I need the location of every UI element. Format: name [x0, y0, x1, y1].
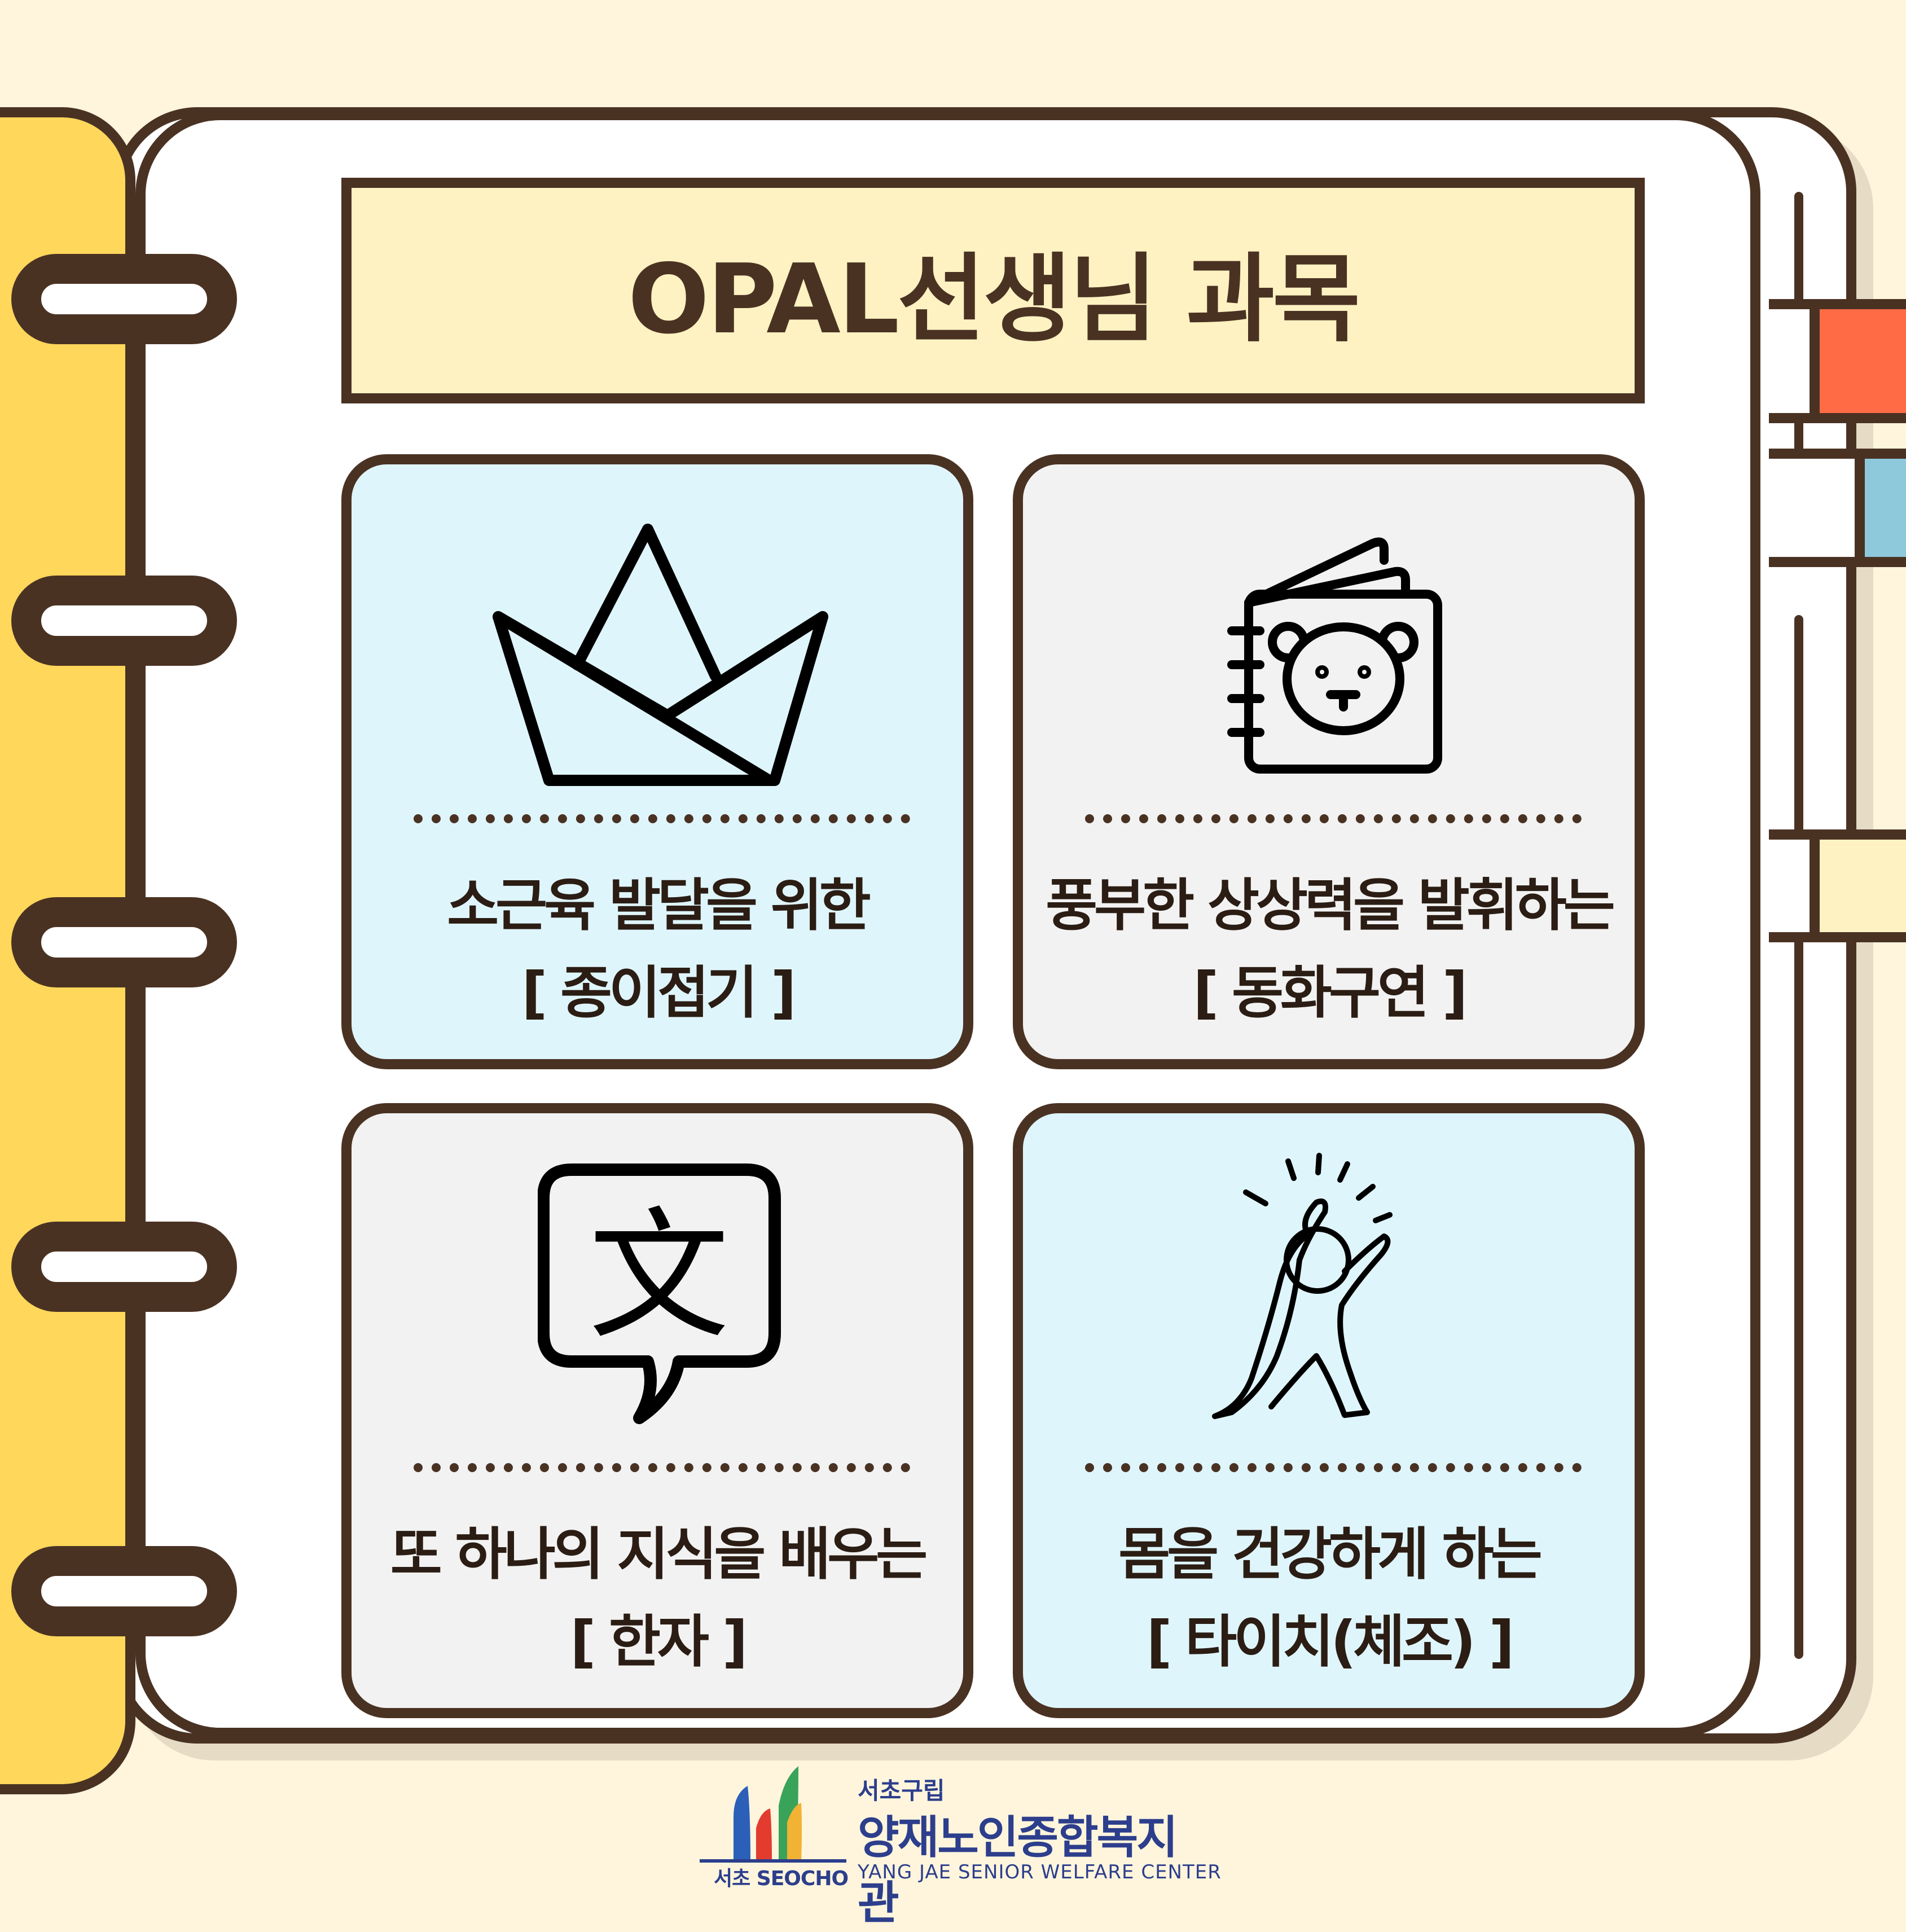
card-subtitle: 몸을 건강하게 하는 — [1118, 1521, 1543, 1587]
index-tab-blue-white — [1769, 459, 1865, 557]
welfare-center-logo[interactable]: 서초 SEOCHO 서초구립 양재노인종합복지관 YANG JAE SENIOR… — [694, 1760, 1221, 1929]
subject-card-hanja[interactable]: 文 또 하나의 지식을 배우는 [ 한자 ] — [341, 1103, 973, 1718]
logo-district-text: 서초구립 — [858, 1777, 945, 1804]
picture-book-icon — [1227, 537, 1442, 774]
index-tab-cream-white — [1769, 840, 1820, 932]
svg-text:文: 文 — [589, 1194, 730, 1358]
seocho-emblem-icon — [700, 1766, 846, 1863]
paper-boat-icon — [493, 524, 828, 786]
dotted-divider — [414, 1463, 910, 1472]
dotted-divider — [1085, 814, 1582, 823]
subject-card-taichi[interactable]: 몸을 건강하게 하는 [ 타이치(체조) ] — [1013, 1103, 1645, 1718]
index-tab-red-white — [1769, 309, 1820, 413]
dotted-divider — [1085, 1463, 1582, 1472]
back-page-line-bottom — [1794, 615, 1803, 1659]
card-subject: [ 타이치(체조) ] — [1146, 1609, 1514, 1675]
card-subject: [ 한자 ] — [570, 1609, 748, 1675]
card-subtitle: 풍부한 상상력을 발휘하는 — [1046, 872, 1615, 938]
subject-card-storytelling[interactable]: 풍부한 상상력을 발휘하는 [ 동화구연 ] — [1013, 454, 1645, 1069]
logo-seocho-text: 서초 SEOCHO — [714, 1867, 849, 1890]
card-subject: [ 종이접기 ] — [521, 960, 796, 1026]
card-subtitle: 또 하나의 지식을 배우는 — [390, 1521, 928, 1587]
dotted-divider — [414, 814, 910, 823]
stretching-person-icon — [1212, 1153, 1393, 1419]
card-subject: [ 동화구연 ] — [1193, 960, 1468, 1026]
chinese-character-icon: 文 — [538, 1163, 781, 1424]
title-box: OPAL선생님 과목 — [341, 178, 1645, 403]
card-subtitle: 소근육 발달을 위한 — [447, 872, 871, 938]
page-title: OPAL선생님 과목 — [627, 244, 1361, 355]
subject-card-origami[interactable]: 소근육 발달을 위한 [ 종이접기 ] — [341, 454, 973, 1069]
logo-english-name: YANG JAE SENIOR WELFARE CENTER — [858, 1861, 1222, 1883]
